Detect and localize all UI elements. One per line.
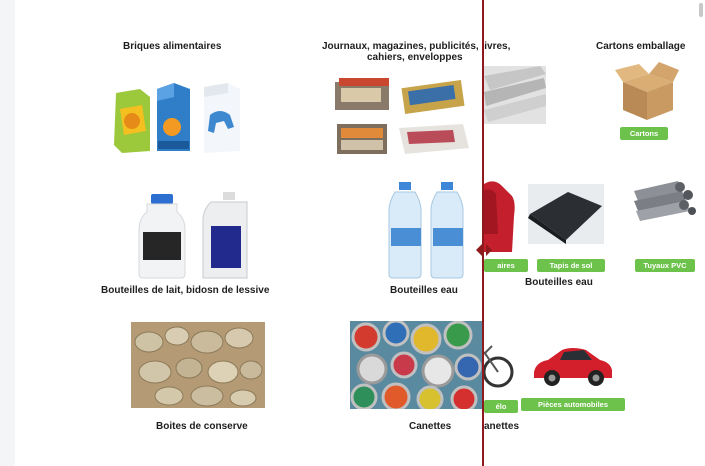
journaux-title-line2: cahiers, enveloppes: [367, 52, 463, 63]
tubes-image: [484, 66, 546, 124]
bouteilles-eau-title: Bouteilles eau: [390, 285, 458, 296]
boites-conserve-title: Boites de conserve: [156, 421, 248, 432]
voiture-image: [534, 348, 612, 386]
canettes-image: [350, 321, 482, 409]
tuyaux-image: [634, 181, 696, 221]
right-canettes-title: anettes: [484, 421, 520, 432]
briques-image: [114, 83, 240, 153]
tapis-label: Tapis de sol: [537, 259, 605, 272]
pieces-label: Pièces automobiles: [521, 398, 625, 411]
textiles-image: [484, 181, 515, 252]
tapis-image: [528, 184, 604, 244]
velo-label: élo: [484, 400, 518, 413]
carton-box-image: [615, 62, 679, 120]
velo-image: [484, 345, 514, 388]
journaux-title-line1: Journaux, magazines, publicités, livres,: [322, 41, 511, 52]
cartons-label: Cartons: [620, 127, 668, 140]
tuyaux-label: Tuyaux PVC: [635, 259, 695, 272]
bouteilles-lait-image: [138, 192, 248, 279]
bouteilles-eau-image: [388, 182, 464, 279]
bouteilles-lait-title: Bouteilles de lait, bidosn de lessive: [101, 285, 270, 296]
briques-title: Briques alimentaires: [123, 41, 222, 52]
textiles-label: aires: [484, 259, 528, 272]
slider-handle-icon[interactable]: [476, 243, 492, 257]
cartons-emballage-title: Cartons emballage: [596, 41, 686, 52]
comparison-slider-stage: Briques alimentaires Journaux, magazines…: [15, 0, 705, 466]
canettes-title: Canettes: [409, 421, 452, 432]
comparison-divider[interactable]: [482, 0, 484, 466]
right-bouteilles-eau-title: Bouteilles eau: [525, 277, 593, 288]
boites-conserve-image: [131, 322, 265, 408]
journaux-image: [335, 78, 469, 154]
scrollbar-thumb[interactable]: [699, 3, 703, 17]
